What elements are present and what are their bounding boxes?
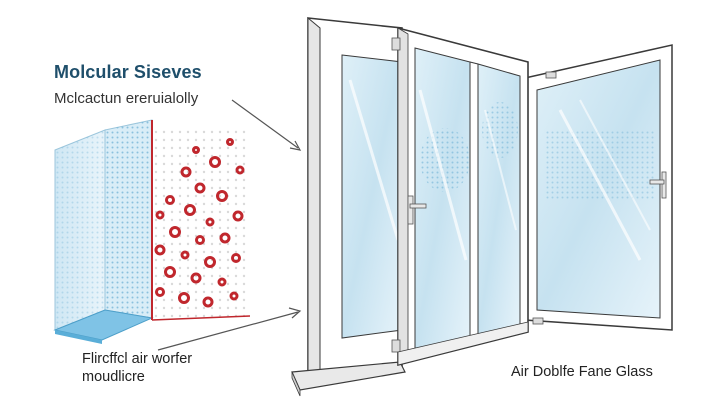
hinge-icon xyxy=(532,317,544,325)
hinge-icon xyxy=(545,71,557,79)
middle-sash xyxy=(391,26,529,367)
diagram-title: Molcular Siseves xyxy=(54,62,202,82)
left-caption-line1: Flircffcl air worfer xyxy=(82,351,193,367)
left-caption: Flircffcl air worfer moudlicre xyxy=(82,350,192,386)
pointer-arrows xyxy=(157,99,302,351)
right-sash xyxy=(524,44,673,331)
diagram-subtitle: Mclcactun ereruialolly xyxy=(54,90,199,107)
hinge-icon xyxy=(391,37,401,51)
left-caption-line2: moudlicre xyxy=(82,369,145,385)
hinge-icon xyxy=(391,339,401,353)
molecules xyxy=(154,138,245,308)
door-handle-icon xyxy=(649,171,667,199)
door-handle-icon xyxy=(407,195,427,225)
sieve-block xyxy=(53,119,251,344)
outer-frame xyxy=(291,16,406,397)
right-caption: Air Doblfe Fane Glass xyxy=(511,364,653,380)
